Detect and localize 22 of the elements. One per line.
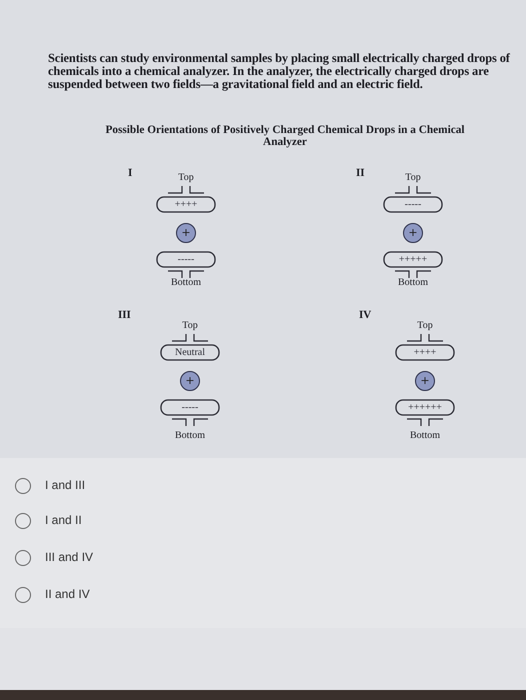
plate-label: Top [178,172,194,183]
plate-label: Bottom [410,430,440,441]
diagram-title: Possible Orientations of Positively Charged Chemical Drops in a Chemical Analyzer [104,124,466,148]
panel-numeral: III [118,309,131,321]
charged-drop: + [180,371,200,391]
charged-drop: + [176,223,196,243]
plate-label: Top [417,320,433,331]
charged-drop: + [415,371,435,391]
question-text: Scientists can study environmental samples by placing small electrically charged drops of chemicals into a chemical analyzer. In the analyzer, the electrically charged drops are suspended between two fields—a gravitational field and an electric field. [48,52,510,91]
plate-label: Top [182,320,198,331]
option-label: II and IV [45,587,90,601]
option-label: I and III [45,478,86,492]
plate-label: Bottom [175,430,205,441]
option-label: III and IV [45,550,94,564]
option-label: I and II [45,513,82,527]
panel-numeral: IV [359,309,372,321]
plate-label: Bottom [171,277,201,288]
panel-numeral: II [356,167,365,179]
plate-label: Top [405,172,421,183]
charged-drop: + [403,223,423,243]
plate-label: Bottom [398,277,428,288]
panel-numeral: I [128,167,132,179]
